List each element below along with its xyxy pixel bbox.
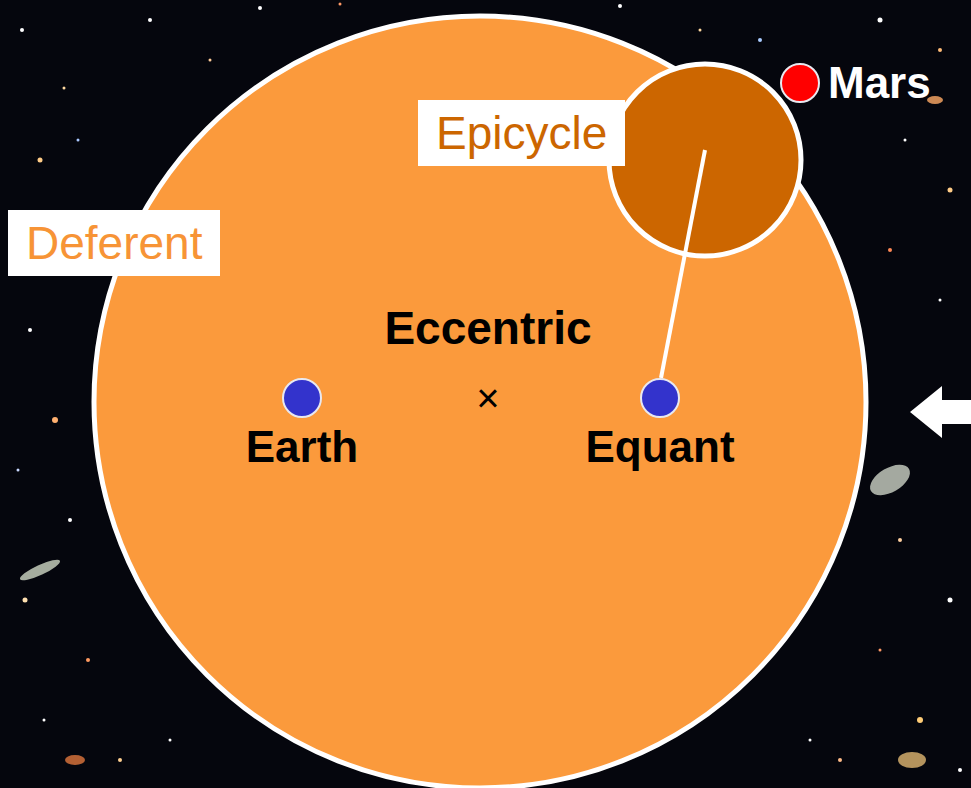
point-label: Equant xyxy=(585,422,734,472)
pointer-arrow xyxy=(910,386,971,438)
earth-point: Earth xyxy=(246,378,358,476)
point-label: Earth xyxy=(246,422,358,472)
mars-planet: Mars xyxy=(780,58,931,108)
eccentric-label: Eccentric xyxy=(384,302,591,355)
epicycle-label: Epicycle xyxy=(418,100,625,166)
point-dot xyxy=(282,378,322,418)
eccentric-center-mark: × xyxy=(476,375,499,421)
point-dot xyxy=(640,378,680,418)
equant-point: Equant xyxy=(585,378,734,476)
point-label: Mars xyxy=(828,58,931,108)
equant-radius-line xyxy=(661,150,705,378)
deferent-label: Deferent xyxy=(8,210,220,276)
deferent-circle xyxy=(94,16,866,788)
point-dot xyxy=(780,63,820,103)
label-text: Deferent xyxy=(26,214,202,272)
label-text: Epicycle xyxy=(436,104,607,162)
